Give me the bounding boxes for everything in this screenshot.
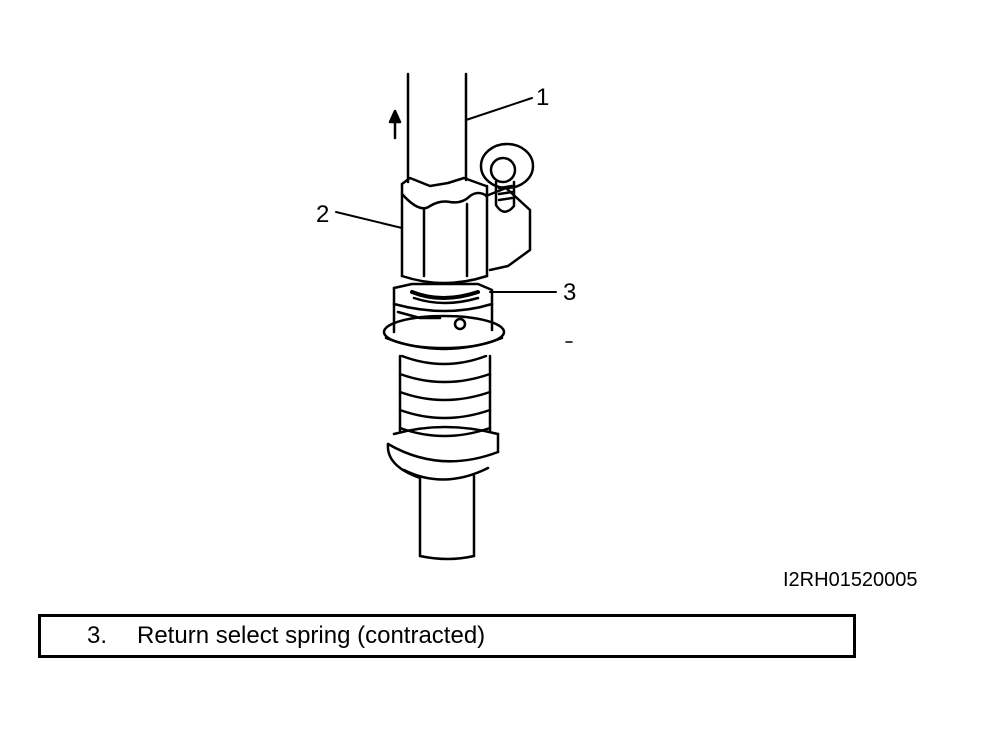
up-arrow-icon bbox=[388, 109, 402, 140]
callout-label-3: 3 bbox=[563, 279, 577, 306]
caption-number: 3. bbox=[87, 622, 108, 649]
leader-line-1 bbox=[465, 97, 533, 121]
figure-id: I2RH01520005 bbox=[783, 569, 918, 591]
lever-shaft bbox=[406, 72, 468, 184]
rubber-boot-bellows bbox=[398, 354, 492, 438]
return-select-spring bbox=[410, 290, 480, 305]
side-pin bbox=[479, 142, 535, 272]
callout-label-1: 1 bbox=[536, 84, 550, 111]
caption-text: Return select spring (contracted) bbox=[137, 622, 486, 649]
boot-upper-flange bbox=[382, 314, 506, 351]
caption-box: 3. Return select spring (contracted) bbox=[38, 614, 856, 658]
lower-shaft bbox=[418, 474, 476, 561]
collar-sleeve bbox=[400, 176, 489, 285]
boot-lower-flange bbox=[386, 425, 500, 481]
leader-line-2 bbox=[335, 211, 403, 229]
callout-label-2: 2 bbox=[316, 201, 330, 228]
